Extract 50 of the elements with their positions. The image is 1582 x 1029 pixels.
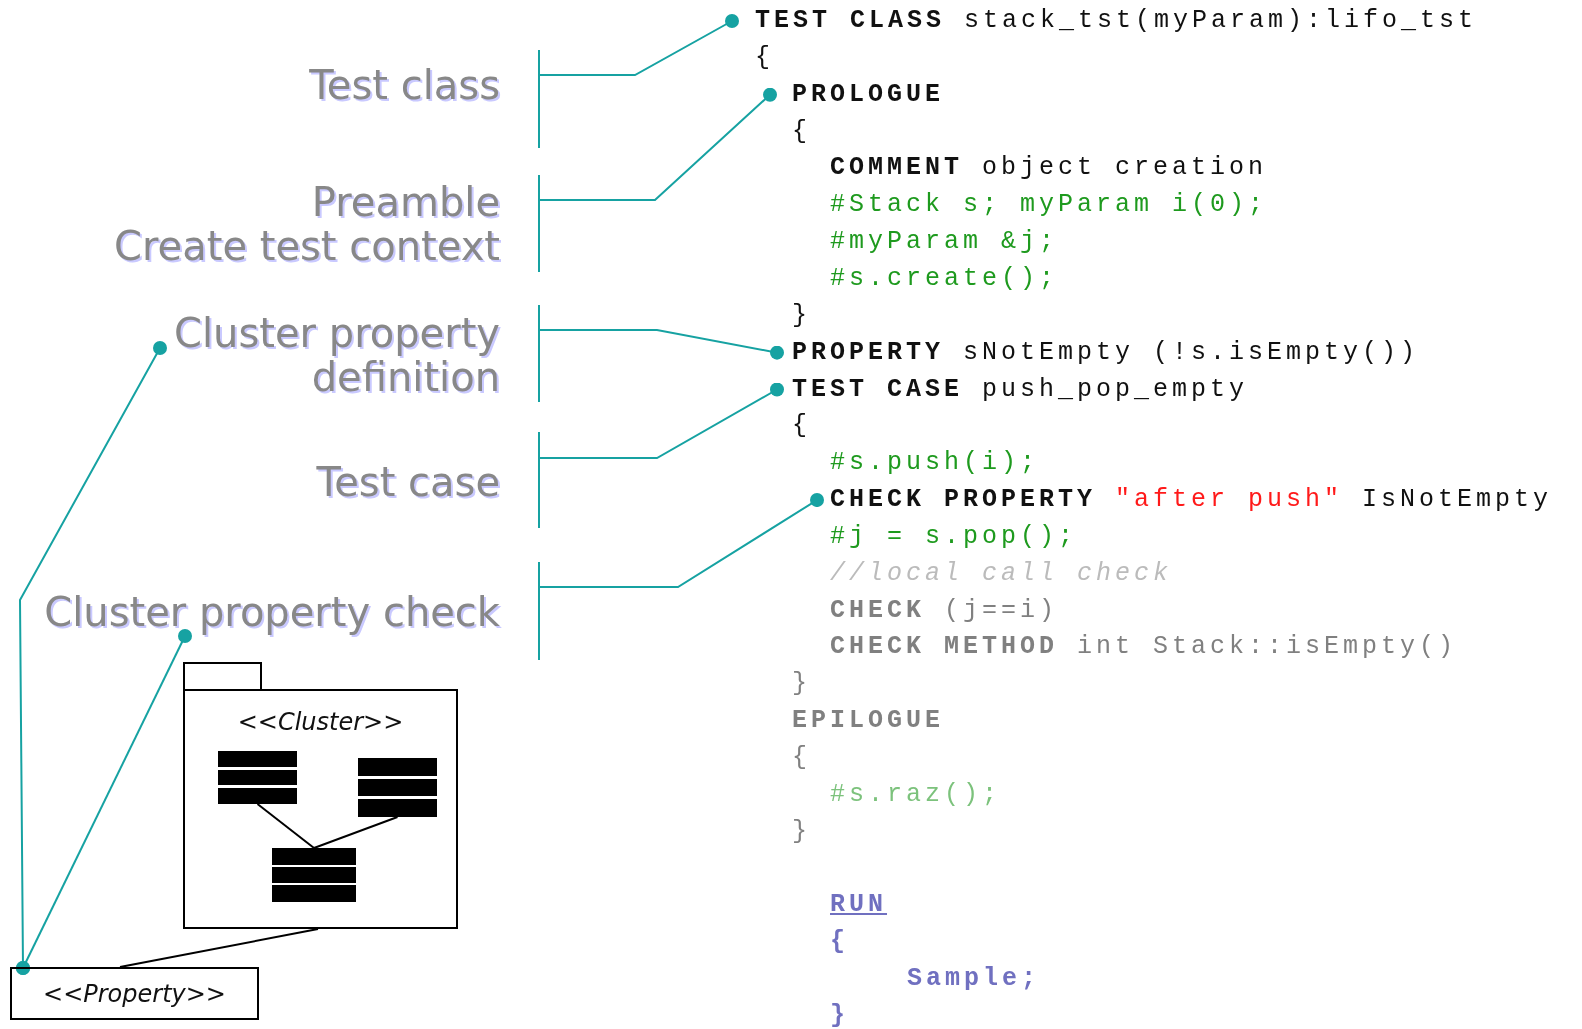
code-line: PROLOGUE (792, 81, 945, 108)
code-line: { (792, 745, 811, 771)
code-line: Sample; (907, 966, 1041, 993)
annotation-label: Test class (309, 63, 500, 107)
leader-line (16, 629, 192, 975)
code-line: { (792, 118, 811, 145)
code-line: PROPERTY sNotEmpty (!s.isEmpty()) (792, 339, 1420, 366)
code-line: #s.raz(); (830, 781, 1002, 808)
class-symbol (218, 751, 297, 804)
leader-line (539, 87, 777, 201)
leader-line (119, 928, 319, 968)
class-symbol (358, 758, 437, 817)
code-line: EPILOGUE (792, 708, 945, 735)
code-line: { (792, 413, 811, 440)
code-line: { (830, 929, 849, 956)
string-literal: "after push" (1115, 487, 1344, 514)
annotation-label: Preamble (311, 180, 500, 224)
code-line: } (792, 671, 811, 698)
leader-line (539, 382, 784, 459)
code-line: RUN (830, 892, 887, 919)
annotation-label: Test case (316, 460, 500, 504)
code-line: } (792, 302, 811, 329)
annotation-label: Cluster property definition (173, 311, 500, 399)
code-line: COMMENT object creation (830, 155, 1268, 182)
code-line: #s.push(i); (830, 450, 1040, 477)
code-line: { (755, 44, 774, 71)
code-line: #j = s.pop(); (830, 523, 1078, 550)
code-line: #s.create(); (830, 265, 1059, 292)
leader-line (539, 329, 784, 360)
code-line: CHECK METHOD int Stack::isEmpty() (830, 634, 1458, 661)
code-line: CHECK PROPERTY (830, 487, 1097, 514)
annotation-label: Create test context (114, 224, 500, 268)
code-line: IsNotEmpty (1362, 487, 1553, 514)
package-symbol (183, 662, 458, 929)
code-line: #myParam &j; (830, 229, 1059, 256)
code-line: TEST CASE push_pop_empty (792, 376, 1249, 403)
annotation-label: Cluster property check (44, 590, 500, 634)
code-line: } (830, 1002, 849, 1029)
stereotype-box: <<Property>> (10, 967, 259, 1020)
code-line: TEST CLASS stack_tst(myParam):lifo_tst (755, 8, 1478, 34)
leader-line (539, 493, 824, 588)
code-line: //local call check (830, 560, 1173, 587)
leader-line (313, 816, 399, 849)
class-symbol (272, 848, 356, 902)
stereotype-label: <<Cluster>> (237, 708, 404, 738)
code-line: } (792, 818, 811, 845)
code-line: #Stack s; myParam i(0); (830, 192, 1268, 219)
leader-line (256, 803, 315, 849)
leader-line (539, 14, 739, 76)
code-line: CHECK (j==i) (830, 597, 1059, 624)
